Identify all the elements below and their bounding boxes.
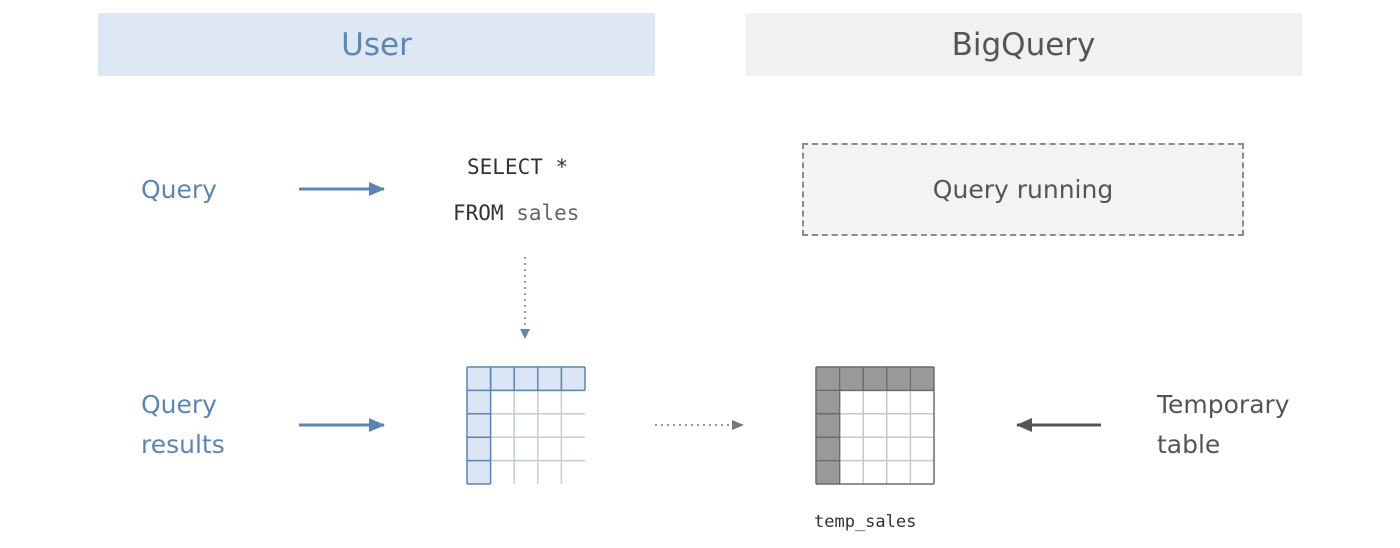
temporary-table-label-line2: table <box>1157 430 1221 459</box>
sql-from-table: sales <box>516 201 580 225</box>
query-label: Query <box>141 175 217 204</box>
bigquery-header: BigQuery <box>745 13 1302 76</box>
bigquery-header-label: BigQuery <box>951 26 1096 63</box>
temp-table-icon <box>815 366 935 485</box>
temp-table-name: temp_sales <box>814 512 917 532</box>
sql-select-line: SELECT * <box>467 155 568 179</box>
results-table-icon <box>466 366 586 485</box>
query-running-box: Query running <box>802 143 1244 236</box>
sql-select-star: * <box>555 155 569 179</box>
query-results-label-line2: results <box>141 430 225 459</box>
sql-from-keyword: FROM <box>453 201 504 225</box>
sql-select-keyword: SELECT <box>467 155 543 179</box>
user-header-label: User <box>341 26 412 63</box>
query-results-label-line1: Query <box>141 390 217 419</box>
temporary-table-label-line1: Temporary <box>1157 390 1290 419</box>
query-running-label: Query running <box>932 175 1114 204</box>
sql-from-line: FROM sales <box>453 201 579 225</box>
user-header: User <box>98 13 655 76</box>
